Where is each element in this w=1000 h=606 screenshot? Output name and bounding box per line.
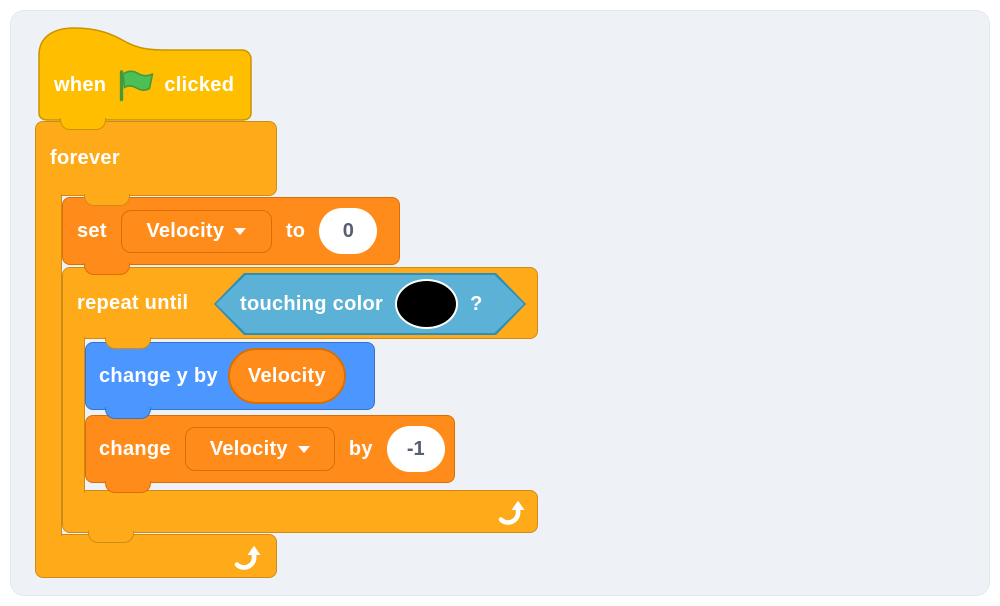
repeat-until-header[interactable]: repeat until touching color ? xyxy=(62,267,538,339)
stack-notch xyxy=(88,531,134,543)
variable-dropdown[interactable]: Velocity xyxy=(120,209,272,253)
value-input-text: 0 xyxy=(342,219,354,242)
repeat-until-arm[interactable] xyxy=(62,337,85,493)
clicked-label: clicked xyxy=(164,73,235,96)
change-variable-block[interactable]: change Velocity by -1 xyxy=(85,415,455,483)
color-swatch[interactable] xyxy=(395,279,459,329)
loop-arrow-icon xyxy=(495,498,525,528)
forever-label: forever xyxy=(50,147,120,169)
stack-notch xyxy=(105,481,151,493)
variable-dropdown-value: Velocity xyxy=(146,219,225,242)
variable-dropdown-value: Velocity xyxy=(209,437,288,460)
set-label: set xyxy=(77,219,107,242)
value-input-text: -1 xyxy=(406,437,425,460)
change-label: change xyxy=(99,437,171,460)
change-y-by-block[interactable]: change y by Velocity xyxy=(85,342,375,410)
c-mouth-notch xyxy=(105,337,151,349)
stack-notch xyxy=(60,118,106,130)
set-variable-block[interactable]: set Velocity to 0 xyxy=(62,197,400,265)
when-label: when xyxy=(54,73,107,96)
forever-header[interactable]: forever xyxy=(35,121,277,196)
value-input[interactable]: 0 xyxy=(319,208,378,254)
value-input[interactable]: -1 xyxy=(386,426,445,472)
hat-block-content[interactable]: when clicked xyxy=(38,50,251,120)
loop-arrow-icon xyxy=(231,543,261,573)
question-mark-label: ? xyxy=(470,292,483,315)
variable-dropdown[interactable]: Velocity xyxy=(184,427,335,471)
green-flag-icon xyxy=(120,70,154,102)
to-label: to xyxy=(285,219,306,242)
chevron-down-icon xyxy=(234,227,247,235)
repeat-until-footer[interactable] xyxy=(62,490,538,533)
velocity-reporter-label: Velocity xyxy=(247,364,326,387)
stack-notch xyxy=(84,263,130,275)
touching-color-condition[interactable]: touching color ? xyxy=(214,273,526,335)
forever-footer[interactable] xyxy=(35,534,277,578)
repeat-until-label: repeat until xyxy=(77,291,189,314)
c-mouth-notch xyxy=(84,194,130,206)
velocity-reporter[interactable]: Velocity xyxy=(227,348,346,404)
forever-arm[interactable] xyxy=(35,194,62,536)
stack-notch xyxy=(105,407,151,419)
chevron-down-icon xyxy=(297,445,310,453)
change-y-label: change y by xyxy=(99,364,218,387)
touching-color-condition-inner: touching color ? xyxy=(216,275,524,333)
hat-block-shape[interactable] xyxy=(38,27,252,121)
touching-color-label: touching color xyxy=(240,292,384,315)
by-label: by xyxy=(348,437,373,460)
